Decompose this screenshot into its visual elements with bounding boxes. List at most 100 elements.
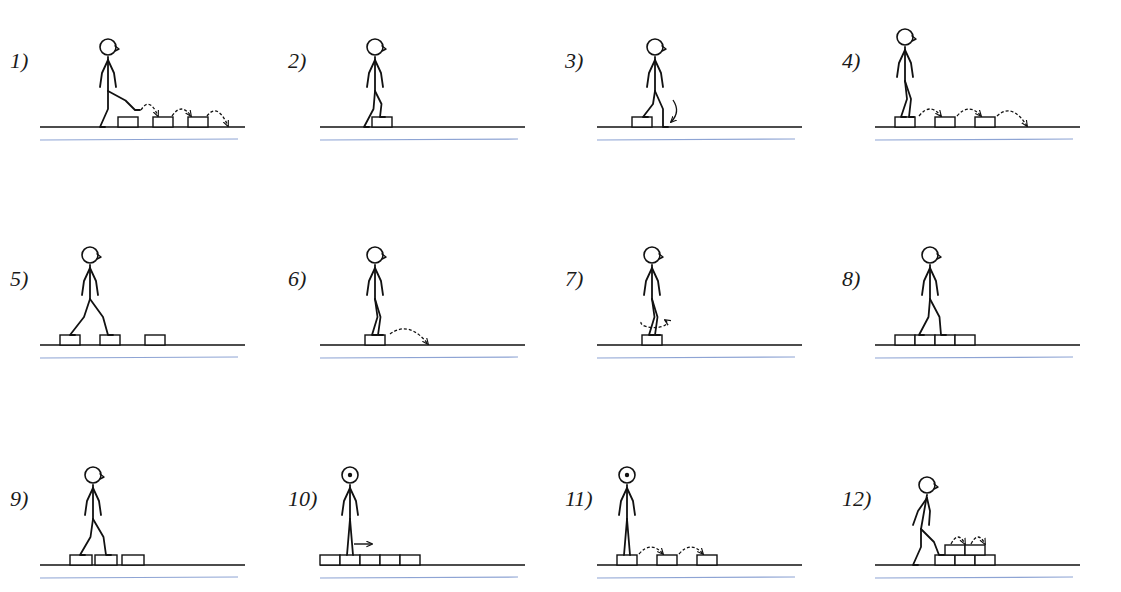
- nose: [115, 46, 119, 51]
- exercise-panel: [40, 39, 245, 140]
- block: [975, 117, 995, 127]
- exercise-panel: [320, 247, 525, 358]
- nose: [937, 254, 941, 259]
- underline: [40, 357, 238, 358]
- head: [897, 29, 913, 45]
- exercise-panel: [597, 467, 802, 578]
- jump-arrow: [639, 547, 663, 554]
- panel-number: 7): [565, 268, 583, 290]
- ground-line: [320, 344, 525, 345]
- exercise-panel: [320, 467, 525, 578]
- leg: [655, 91, 668, 127]
- block: [400, 555, 420, 565]
- arm: [905, 50, 913, 77]
- arm: [367, 268, 375, 295]
- leg: [80, 519, 93, 555]
- leg: [905, 81, 914, 117]
- panel-number: 12): [842, 488, 871, 510]
- arm: [922, 268, 930, 295]
- leg: [913, 529, 921, 565]
- arm: [85, 488, 93, 515]
- step-arrow: [671, 100, 677, 122]
- underline: [875, 357, 1073, 358]
- nose: [659, 254, 663, 259]
- head: [367, 247, 383, 263]
- block: [642, 335, 662, 345]
- block: [360, 555, 380, 565]
- block: [380, 555, 400, 565]
- arm: [90, 268, 98, 295]
- nose: [97, 254, 101, 259]
- jump-arrow: [951, 537, 965, 544]
- arm: [647, 60, 655, 87]
- panel-number: 11): [565, 488, 593, 510]
- underline: [597, 357, 795, 358]
- block: [320, 555, 340, 565]
- jump-arrow: [957, 109, 981, 116]
- exercise-panel: [875, 247, 1080, 358]
- arm: [927, 498, 930, 525]
- panel-number: 9): [10, 488, 28, 510]
- arm: [82, 268, 90, 295]
- block: [955, 555, 975, 565]
- block: [340, 555, 360, 565]
- ground-line: [597, 344, 802, 345]
- arm: [655, 60, 663, 87]
- block: [895, 335, 915, 345]
- nose: [912, 36, 916, 41]
- panel-number: 8): [842, 268, 860, 290]
- exercise-panel: [597, 247, 802, 358]
- ground-line: [597, 126, 802, 127]
- block: [70, 555, 92, 565]
- arm: [342, 488, 350, 515]
- block: [935, 335, 955, 345]
- jump-arrow: [141, 104, 158, 116]
- nose: [662, 46, 666, 51]
- block: [60, 335, 80, 345]
- exercise-panel: [320, 39, 525, 140]
- jump-arrow: [997, 111, 1027, 126]
- arm: [108, 60, 116, 87]
- jump-arrow: [919, 109, 941, 116]
- nose: [382, 46, 386, 51]
- block: [372, 117, 392, 127]
- head: [82, 247, 98, 263]
- block: [122, 555, 144, 565]
- jump-arrow: [390, 329, 428, 344]
- panel-number: 5): [10, 268, 28, 290]
- head: [644, 247, 660, 263]
- leg: [375, 91, 385, 117]
- block: [895, 117, 915, 127]
- panel-number: 3): [565, 50, 583, 72]
- leg: [930, 299, 946, 335]
- panel-number: 1): [10, 50, 28, 72]
- head: [100, 39, 116, 55]
- head: [619, 467, 635, 483]
- jump-arrow: [971, 537, 985, 544]
- underline: [875, 577, 1073, 578]
- leg: [375, 299, 383, 335]
- block: [935, 117, 955, 127]
- head: [922, 247, 938, 263]
- leg: [90, 299, 113, 335]
- move-arrow: [354, 543, 372, 544]
- underline: [320, 577, 518, 578]
- leg: [643, 91, 655, 117]
- block: [965, 545, 985, 555]
- block: [617, 555, 637, 565]
- block: [95, 555, 117, 565]
- arm: [100, 60, 108, 87]
- leg: [108, 91, 140, 110]
- nose: [934, 484, 938, 489]
- panel-number: 6): [288, 268, 306, 290]
- panel-number: 4): [842, 50, 860, 72]
- turn-arrow: [641, 320, 667, 328]
- arm: [930, 268, 938, 295]
- arm: [652, 268, 660, 295]
- leg: [627, 519, 630, 555]
- arm: [375, 268, 383, 295]
- leg: [70, 299, 90, 335]
- block: [955, 335, 975, 345]
- panel-number: 2): [288, 50, 306, 72]
